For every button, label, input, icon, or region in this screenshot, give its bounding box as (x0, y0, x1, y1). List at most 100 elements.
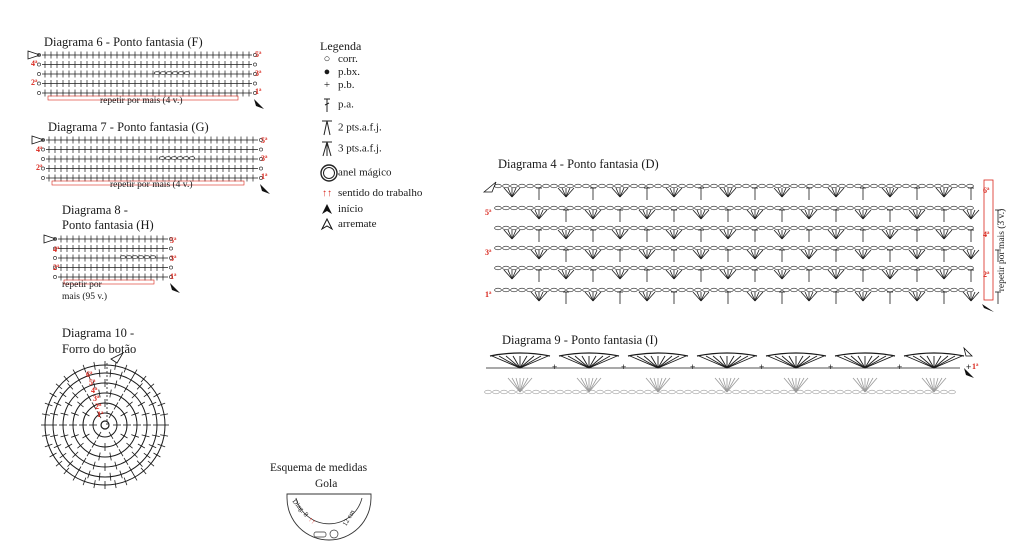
chain-stitch (782, 205, 790, 211)
fan-stitch (619, 229, 629, 240)
chain-stitch (772, 389, 780, 395)
fan-stitch (935, 229, 945, 240)
chain-stitch (734, 287, 742, 293)
single-crochet-stitch (98, 369, 101, 378)
single-crochet-stitch (123, 384, 129, 393)
single-crochet-stitch (87, 470, 91, 479)
single-crochet-stitch (82, 364, 87, 373)
diagram-8-title-line1: Diagrama 8 - (62, 203, 128, 217)
chain-stitch (878, 205, 886, 211)
fan-stitch (565, 229, 575, 240)
chain-stitch (710, 287, 718, 293)
chain-stitch (870, 265, 878, 271)
diagram-6-row-3: 3ª (255, 69, 262, 78)
single-crochet-stitch (44, 402, 53, 407)
fan-stitch (889, 187, 895, 198)
fan-stitch (843, 355, 866, 369)
single-crochet-icon: + (323, 79, 331, 91)
chain-stitch (758, 287, 766, 293)
fan-stitch-grey (588, 377, 602, 393)
fan-stitch (939, 187, 945, 198)
chain-stitch (830, 205, 838, 211)
chain-stitch (708, 389, 716, 395)
diagram-10-row-1: 1ª (97, 410, 104, 419)
chain-stitch (502, 205, 510, 211)
legend-item-two-together: 2 pts.a.f.j. (320, 119, 382, 137)
chain-stitch (822, 245, 830, 251)
chain-stitch (542, 245, 550, 251)
fan-stitch-grey (933, 377, 943, 393)
single-crochet-stitch: + (966, 362, 971, 372)
fan-stitch (491, 355, 521, 369)
chain-stitch (132, 255, 138, 259)
fan-stitch (862, 209, 872, 220)
single-crochet-stitch (44, 443, 53, 448)
single-crochet-stitch (64, 401, 73, 407)
fan-stitch (966, 209, 972, 220)
fan-stitch (588, 291, 594, 302)
fan-stitch (726, 355, 735, 369)
fan-stitch (574, 355, 590, 369)
fan-stitch (889, 229, 899, 240)
chain-stitch (494, 265, 502, 271)
fan-stitch (726, 355, 749, 369)
chain-stitch (740, 389, 748, 395)
chain-stitch (710, 205, 718, 211)
single-crochet-stitch (118, 393, 124, 401)
single-crochet-stitch (128, 466, 134, 474)
chain-stitch (37, 81, 41, 86)
fan-stitch (970, 291, 976, 302)
single-crochet-stitch (137, 443, 146, 449)
finish-arrow-icon (43, 234, 58, 244)
chain-stitch (604, 389, 612, 395)
fan-stitch (581, 355, 590, 369)
diagram-7-row-2: 2ª (36, 163, 43, 172)
chain-stitch (534, 265, 542, 271)
chain-stitch (259, 176, 263, 180)
chain-stitch (684, 389, 692, 395)
chain-stitch (814, 205, 822, 211)
chain-stitch (550, 245, 558, 251)
fan-stitch (827, 229, 837, 240)
diagram-7-chart (31, 135, 270, 194)
single-crochet-stitch (132, 473, 138, 481)
diagram-10-circular-chart (41, 352, 169, 489)
fan-stitch (970, 209, 980, 220)
fan-stitch (561, 187, 567, 198)
diagram-4-chart (482, 179, 1001, 312)
diagram-10-title-line2: Forro do botão (62, 342, 137, 356)
chain-stitch (622, 183, 630, 189)
fan-stitch (530, 291, 540, 302)
chain-stitch (878, 183, 886, 189)
single-crochet-stitch (109, 472, 112, 481)
single-crochet-stitch (126, 442, 133, 449)
chain-stitch (742, 287, 750, 293)
fan-stitch-grey (860, 377, 866, 393)
chain-stitch (556, 389, 564, 395)
chain-stitch (910, 265, 918, 271)
chain-stitch (750, 183, 758, 189)
chain-stitch (838, 287, 846, 293)
chain-stitch (862, 265, 870, 271)
fan-stitch (943, 229, 953, 240)
chain-stitch (822, 287, 830, 293)
chain-stitch (894, 265, 902, 271)
single-crochet-stitch (81, 384, 87, 393)
finish-arrow-icon (320, 218, 334, 231)
chain-stitch (750, 205, 758, 211)
chain-stitch (702, 287, 710, 293)
chain-stitch (766, 205, 774, 211)
chain-stitch (646, 183, 654, 189)
single-crochet-stitch (71, 434, 79, 438)
single-crochet-stitch (140, 467, 147, 475)
fan-stitch (567, 355, 590, 369)
chain-stitch (892, 389, 900, 395)
single-crochet-stitch (120, 433, 128, 439)
fan-stitch (727, 269, 737, 280)
fan-stitch (800, 249, 810, 260)
chain-stitch (958, 245, 966, 251)
chain-stitch (806, 205, 814, 211)
chain-stitch (838, 225, 846, 231)
chain-stitch (726, 225, 734, 231)
chain-stitch (540, 389, 548, 395)
